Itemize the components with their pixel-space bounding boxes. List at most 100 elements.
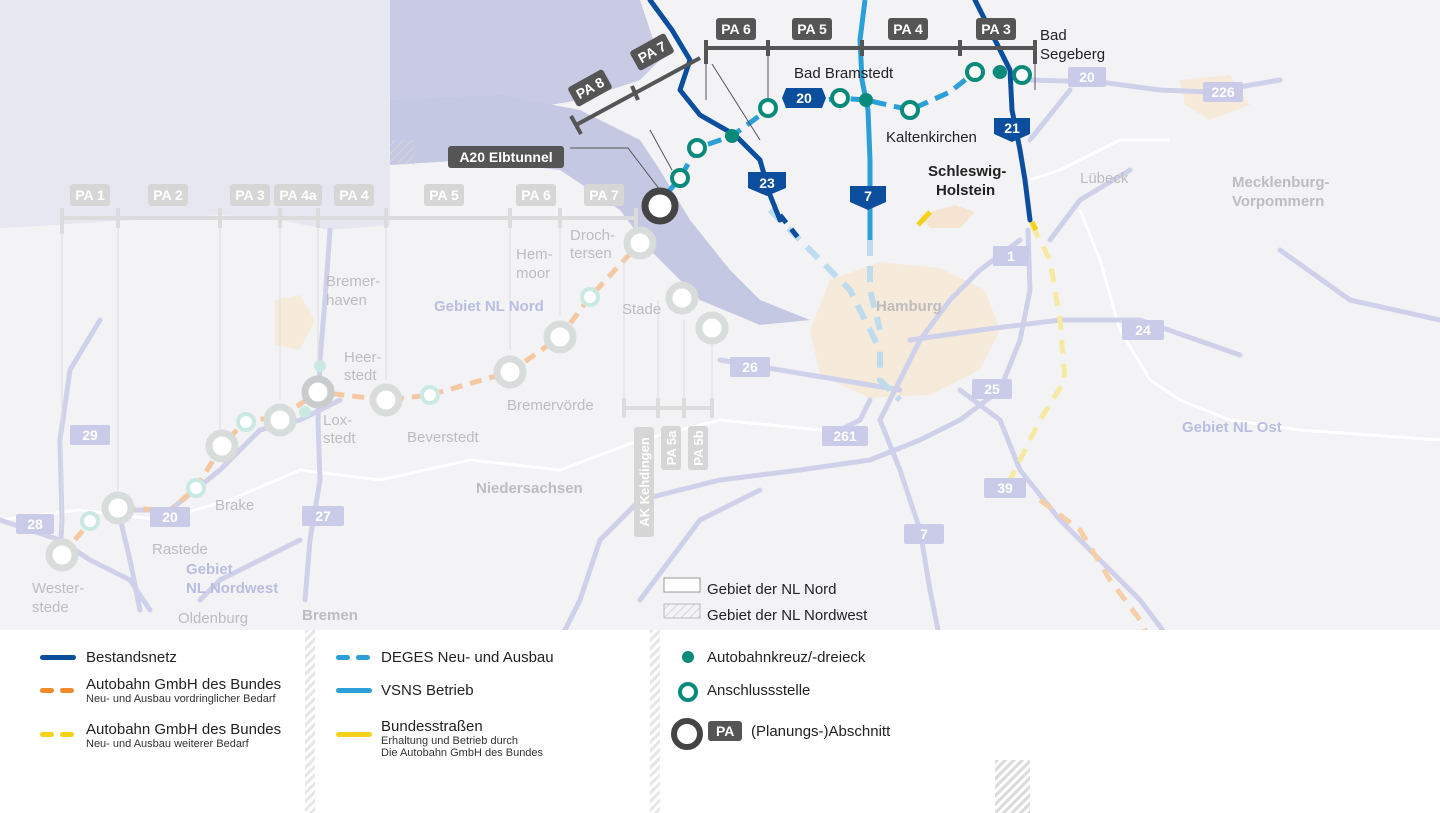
road-shield-a28: 28 bbox=[27, 516, 43, 532]
label-heerstedt: Heer- bbox=[344, 349, 382, 366]
junction-ring bbox=[830, 88, 850, 108]
pa-badge-label: PA 3 bbox=[235, 187, 265, 203]
label-nl-ost: Gebiet NL Ost bbox=[1182, 419, 1282, 436]
legend-deges-label: DEGES Neu- und Ausbau bbox=[381, 649, 554, 666]
label-schleswig-holstein: Holstein bbox=[936, 182, 995, 199]
pa-node bbox=[101, 491, 135, 525]
label-oldenburg: Oldenburg bbox=[178, 610, 248, 627]
label-drochtersen: Droch- bbox=[570, 227, 615, 244]
junction-ring bbox=[900, 100, 920, 120]
junction-ring bbox=[580, 287, 600, 307]
label-beverstedt: Beverstedt bbox=[407, 429, 480, 446]
legend-divider bbox=[305, 630, 315, 813]
road-shield-a261: 261 bbox=[833, 428, 857, 444]
legend-kreuz-icon bbox=[682, 651, 694, 663]
junction-ring bbox=[420, 385, 440, 405]
legend-anschluss-icon bbox=[678, 682, 698, 702]
junction-ring bbox=[965, 62, 985, 82]
map-legend-nl-nordwest: Gebiet der NL Nordwest bbox=[707, 607, 868, 624]
pa-node bbox=[665, 281, 699, 315]
road-shield-a39: 39 bbox=[997, 480, 1013, 496]
legend-bestandsnetz-label: Bestandsnetz bbox=[86, 649, 177, 666]
junction-ring bbox=[758, 98, 778, 118]
label-bremerhaven: haven bbox=[326, 292, 367, 309]
pa-badge-label: PA 6 bbox=[521, 187, 551, 203]
label-westerstede: stede bbox=[32, 599, 69, 616]
road-shield-a27: 27 bbox=[315, 508, 331, 524]
label-drochtersen: tersen bbox=[570, 245, 612, 262]
legend-vsns-label: VSNS Betrieb bbox=[381, 682, 474, 699]
legend-vsns-swatch bbox=[336, 688, 372, 693]
pa-node bbox=[301, 375, 335, 409]
pa-node bbox=[493, 355, 527, 389]
label-kaltenkirchen: Kaltenkirchen bbox=[886, 129, 977, 146]
water-north-sea bbox=[0, 0, 390, 230]
pa-badge-label: PA 6 bbox=[721, 21, 751, 37]
junction-dot bbox=[299, 406, 311, 418]
legend-bundesstrassen: Bundesstraßen Erhaltung und Betrieb durc… bbox=[381, 718, 543, 759]
junction-dot bbox=[725, 129, 739, 143]
road-shield-b226: 226 bbox=[1211, 84, 1235, 100]
west-pa-badges: PA 1 PA 2 PA 3 PA 4a PA 4 PA 5 PA 6 PA 7 bbox=[70, 184, 624, 206]
road-shield-a26: 26 bbox=[742, 359, 758, 375]
junction-dot bbox=[993, 65, 1007, 79]
legend-deges-swatch bbox=[336, 655, 372, 660]
road-shield-a20-east: 20 bbox=[1079, 69, 1095, 85]
legend-bundesstrassen-swatch bbox=[336, 732, 372, 737]
legend-vordringlich: Autobahn GmbH des Bundes Neu- und Ausbau… bbox=[86, 676, 281, 705]
legend-vordringlich-sub: Neu- und Ausbau vordringlicher Bedarf bbox=[86, 693, 276, 705]
legend-weiterer-label: Autobahn GmbH des Bundes bbox=[86, 721, 282, 738]
road-shield-a25: 25 bbox=[984, 381, 1000, 397]
pa-node bbox=[623, 226, 657, 260]
legend-hatch-area bbox=[995, 760, 1030, 813]
junction-ring bbox=[687, 138, 707, 158]
legend-pa-label: (Planungs-)Abschnitt bbox=[751, 723, 891, 740]
label-bad-segeberg: Bad bbox=[1040, 27, 1067, 44]
label-nl-nordwest: NL Nordwest bbox=[186, 580, 278, 597]
road-shield-a7: 7 bbox=[864, 188, 872, 204]
label-mecklenburg: Vorpommern bbox=[1232, 193, 1324, 210]
junction-ring bbox=[670, 168, 690, 188]
road-shield-a29: 29 bbox=[82, 427, 98, 443]
elbtunnel-node bbox=[641, 187, 679, 225]
legend-weiterer-sub: Neu- und Ausbau weiterer Bedarf bbox=[86, 738, 249, 750]
pa-badge-label: PA 4 bbox=[339, 187, 369, 203]
label-stade: Stade bbox=[622, 301, 661, 318]
pa-badge-label: PA 4 bbox=[893, 21, 923, 37]
label-heerstedt: stedt bbox=[344, 367, 377, 384]
legend-vordringlich-label: Autobahn GmbH des Bundes bbox=[86, 676, 282, 693]
pa-badge-label: PA 4a bbox=[279, 187, 317, 203]
label-loxstedt: stedt bbox=[323, 430, 356, 447]
label-mecklenburg: Mecklenburg- bbox=[1232, 174, 1330, 191]
label-schleswig-holstein: Schleswig- bbox=[928, 163, 1006, 180]
pa-node bbox=[45, 538, 79, 572]
label-nl-nordwest: Gebiet bbox=[186, 561, 233, 578]
road-shield-a24: 24 bbox=[1135, 322, 1151, 338]
pa-badge-label: PA 7 bbox=[589, 187, 619, 203]
vertical-pa-badges: AK Kehdingen PA 5a PA 5b bbox=[634, 426, 708, 537]
label-bad-segeberg: Segeberg bbox=[1040, 46, 1105, 63]
junction-ring bbox=[186, 478, 206, 498]
label-bremen: Bremen bbox=[302, 607, 358, 624]
label-niedersachsen: Niedersachsen bbox=[476, 480, 583, 497]
legend-pa-badge: PA bbox=[708, 721, 743, 741]
road-shield-a20-west: 20 bbox=[162, 509, 178, 525]
legend-divider bbox=[650, 630, 660, 813]
road-shield-a23: 23 bbox=[759, 175, 775, 191]
junction-ring bbox=[236, 412, 256, 432]
legend-kreuz-label: Autobahnkreuz/-dreieck bbox=[707, 649, 866, 666]
label-loxstedt: Lox- bbox=[323, 412, 352, 429]
legend-pa-icon bbox=[671, 718, 703, 750]
pa-badge-label: PA 2 bbox=[153, 187, 183, 203]
label-hemmoor: Hem- bbox=[516, 246, 553, 263]
legend-bundesstrassen-label: Bundesstraßen bbox=[381, 718, 483, 735]
label-brake: Brake bbox=[215, 497, 254, 514]
elbtunnel-label: A20 Elbtunnel bbox=[459, 149, 552, 165]
label-bremerhaven: Bremer- bbox=[326, 273, 380, 290]
road-shield-a21: 21 bbox=[1004, 120, 1020, 136]
junction-dot bbox=[859, 93, 873, 107]
pa-node bbox=[543, 320, 577, 354]
label-nl-nord: Gebiet NL Nord bbox=[434, 298, 544, 315]
pa-badge-label: AK Kehdingen bbox=[637, 437, 652, 527]
label-westerstede: Wester- bbox=[32, 580, 84, 597]
